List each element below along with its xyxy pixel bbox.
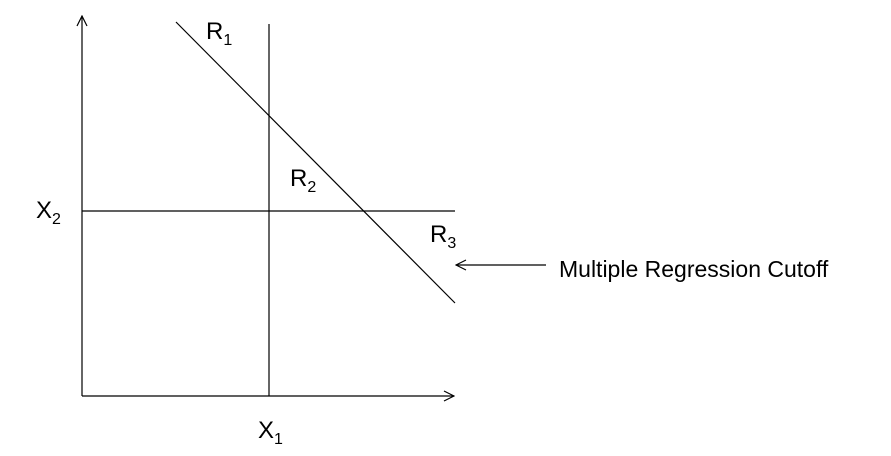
region-label-r1: R1 xyxy=(206,18,232,49)
axis-label-x2: X2 xyxy=(36,197,61,228)
multiple-regression-cutoff-line xyxy=(175,21,456,304)
region-label-r3: R3 xyxy=(430,221,456,252)
axis-label-x1: X1 xyxy=(258,417,283,448)
annotation-label: Multiple Regression Cutoff xyxy=(559,256,829,282)
region-label-r2: R2 xyxy=(290,165,316,196)
